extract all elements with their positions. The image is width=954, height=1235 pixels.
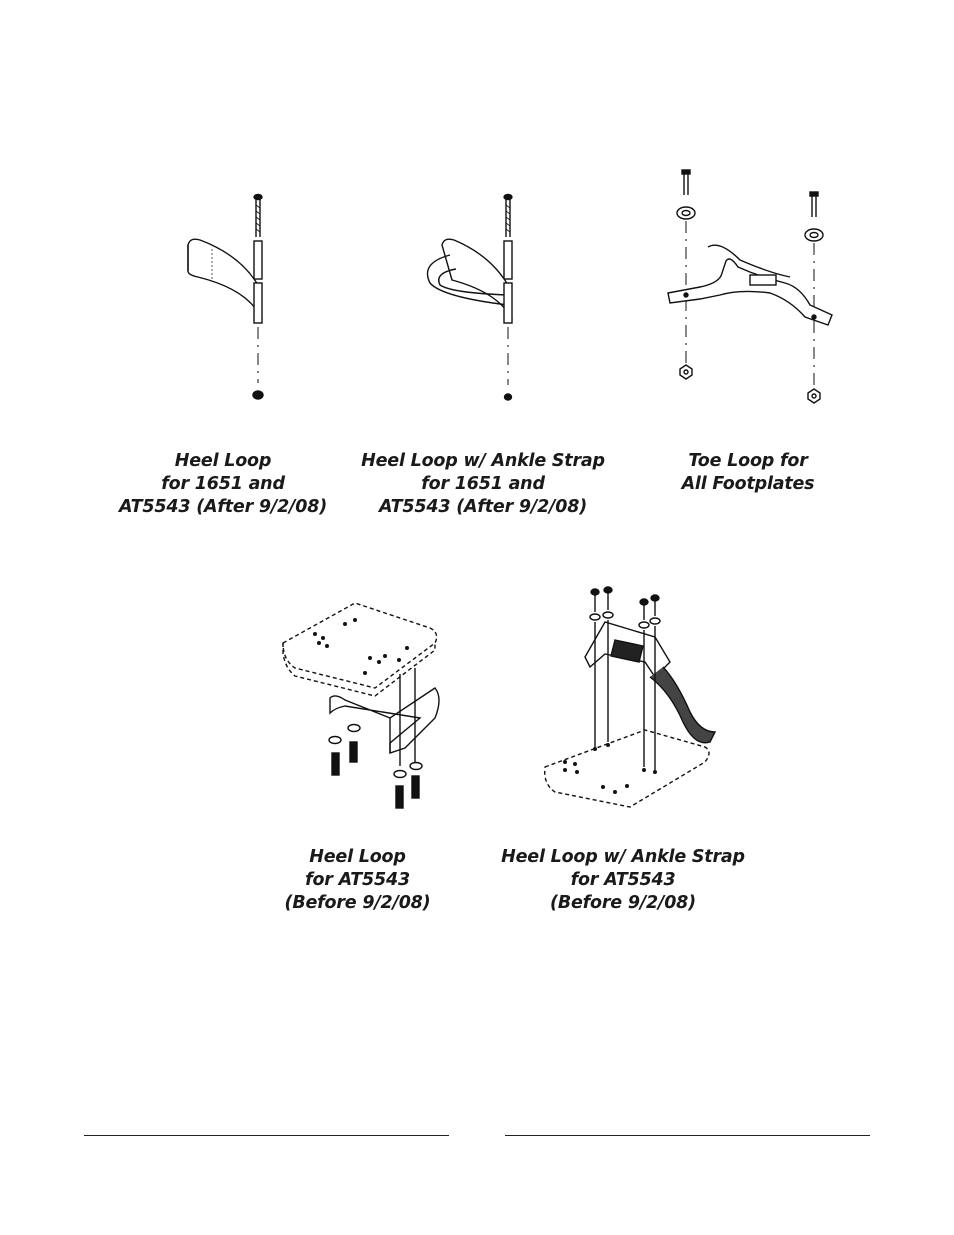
caption-line: for 1651 and [421,474,545,494]
caption-line: (Before 9/2/08) [550,893,696,913]
caption-line: All Footplates [681,474,815,494]
caption-heel-loop-at5543: Heel Loop for AT5543 (Before 9/2/08) [270,846,445,915]
heel-loop-at5543-drawing [275,598,455,818]
caption-line: Toe Loop for [688,451,808,471]
caption-line: Heel Loop w/ Ankle Strap [361,451,605,471]
caption-line: for 1651 and [161,474,285,494]
heel-loop-drawing [170,185,280,410]
caption-line: for AT5543 [305,870,410,890]
caption-heel-loop-ankle-1651: Heel Loop w/ Ankle Strap for 1651 and AT… [352,450,614,519]
heel-loop-ankle-strap-at5543-drawing [535,582,725,812]
caption-line: AT5543 (After 9/2/08) [378,497,587,517]
caption-line: (Before 9/2/08) [284,893,431,913]
caption-line: AT5543 (After 9/2/08) [118,497,327,517]
caption-line: Heel Loop [174,451,272,471]
caption-heel-loop-ankle-at5543: Heel Loop w/ Ankle Strap for AT5543 (Bef… [492,846,754,915]
footer-rule-left [84,1135,449,1136]
caption-heel-loop-1651: Heel Loop for 1651 and AT5543 (After 9/2… [112,450,334,519]
heel-loop-ankle-strap-drawing [420,185,530,410]
caption-toe-loop: Toe Loop for All Footplates [662,450,834,496]
footer-rule-right [505,1135,870,1136]
caption-line: Heel Loop w/ Ankle Strap [501,847,745,867]
caption-line: for AT5543 [570,870,676,890]
toe-loop-drawing [660,165,840,415]
caption-line: Heel Loop [309,847,406,867]
